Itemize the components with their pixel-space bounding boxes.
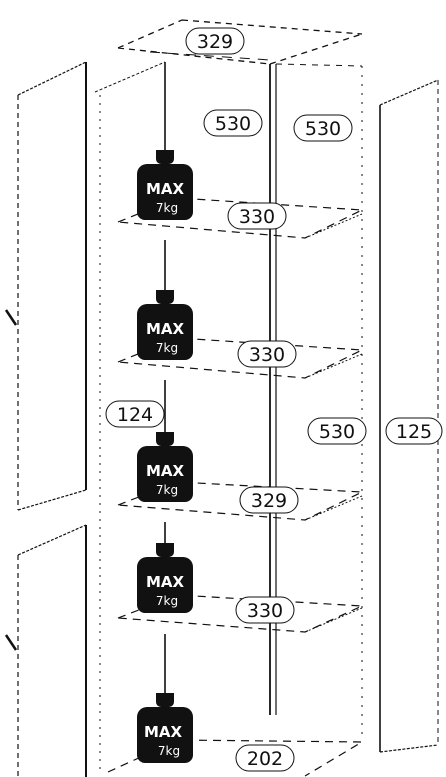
svg-text:202: 202 <box>247 748 283 770</box>
right-door <box>379 79 439 753</box>
weight-1: MAX 7kg <box>137 150 193 220</box>
weight-4-kg-label: 7kg <box>156 594 178 608</box>
dim-height-middle: 530 <box>307 417 367 445</box>
weight-5: MAX 7kg <box>137 693 193 763</box>
svg-text:530: 530 <box>319 421 355 443</box>
weight-2: MAX 7kg <box>137 290 193 360</box>
svg-text:125: 125 <box>396 421 432 443</box>
dim-shelf-3: 329 <box>239 486 299 514</box>
weight-1-max-label: MAX <box>146 180 185 198</box>
dim-shelf-1: 330 <box>227 202 287 230</box>
dim-height-upper-right: 530 <box>293 114 353 142</box>
left-door-upper <box>17 61 87 511</box>
svg-text:329: 329 <box>197 31 233 53</box>
dim-bottom-depth: 202 <box>235 744 295 772</box>
weight-3: MAX 7kg <box>137 432 193 502</box>
hinge-mark-lower <box>4 634 18 651</box>
weight-5-kg-label: 7kg <box>158 744 180 758</box>
weight-4: MAX 7kg <box>137 543 193 613</box>
bottom-panel <box>107 739 365 777</box>
weight-3-kg-label: 7kg <box>156 483 178 497</box>
dim-shelf-2: 330 <box>237 340 297 368</box>
svg-text:330: 330 <box>239 206 275 228</box>
svg-text:530: 530 <box>305 118 341 140</box>
weight-5-max-label: MAX <box>144 723 183 741</box>
dim-side-gap: 124 <box>105 400 165 428</box>
hinge-mark-upper <box>4 309 18 326</box>
dim-shelf-4: 330 <box>235 596 295 624</box>
weight-2-kg-label: 7kg <box>156 341 178 355</box>
weight-3-max-label: MAX <box>146 462 185 480</box>
svg-text:330: 330 <box>247 600 283 622</box>
svg-text:330: 330 <box>249 344 285 366</box>
svg-text:329: 329 <box>251 490 287 512</box>
weight-2-max-label: MAX <box>146 320 185 338</box>
dim-top-depth: 329 <box>185 27 245 55</box>
weight-4-max-label: MAX <box>146 573 185 591</box>
left-door-lower <box>17 524 87 777</box>
center-rail <box>269 63 363 740</box>
weight-1-kg-label: 7kg <box>156 201 178 215</box>
svg-text:530: 530 <box>215 113 251 135</box>
top-panel <box>117 19 363 65</box>
svg-text:124: 124 <box>117 404 153 426</box>
dim-height-upper-left: 530 <box>203 109 263 137</box>
dim-total-height: 125 <box>385 417 443 445</box>
